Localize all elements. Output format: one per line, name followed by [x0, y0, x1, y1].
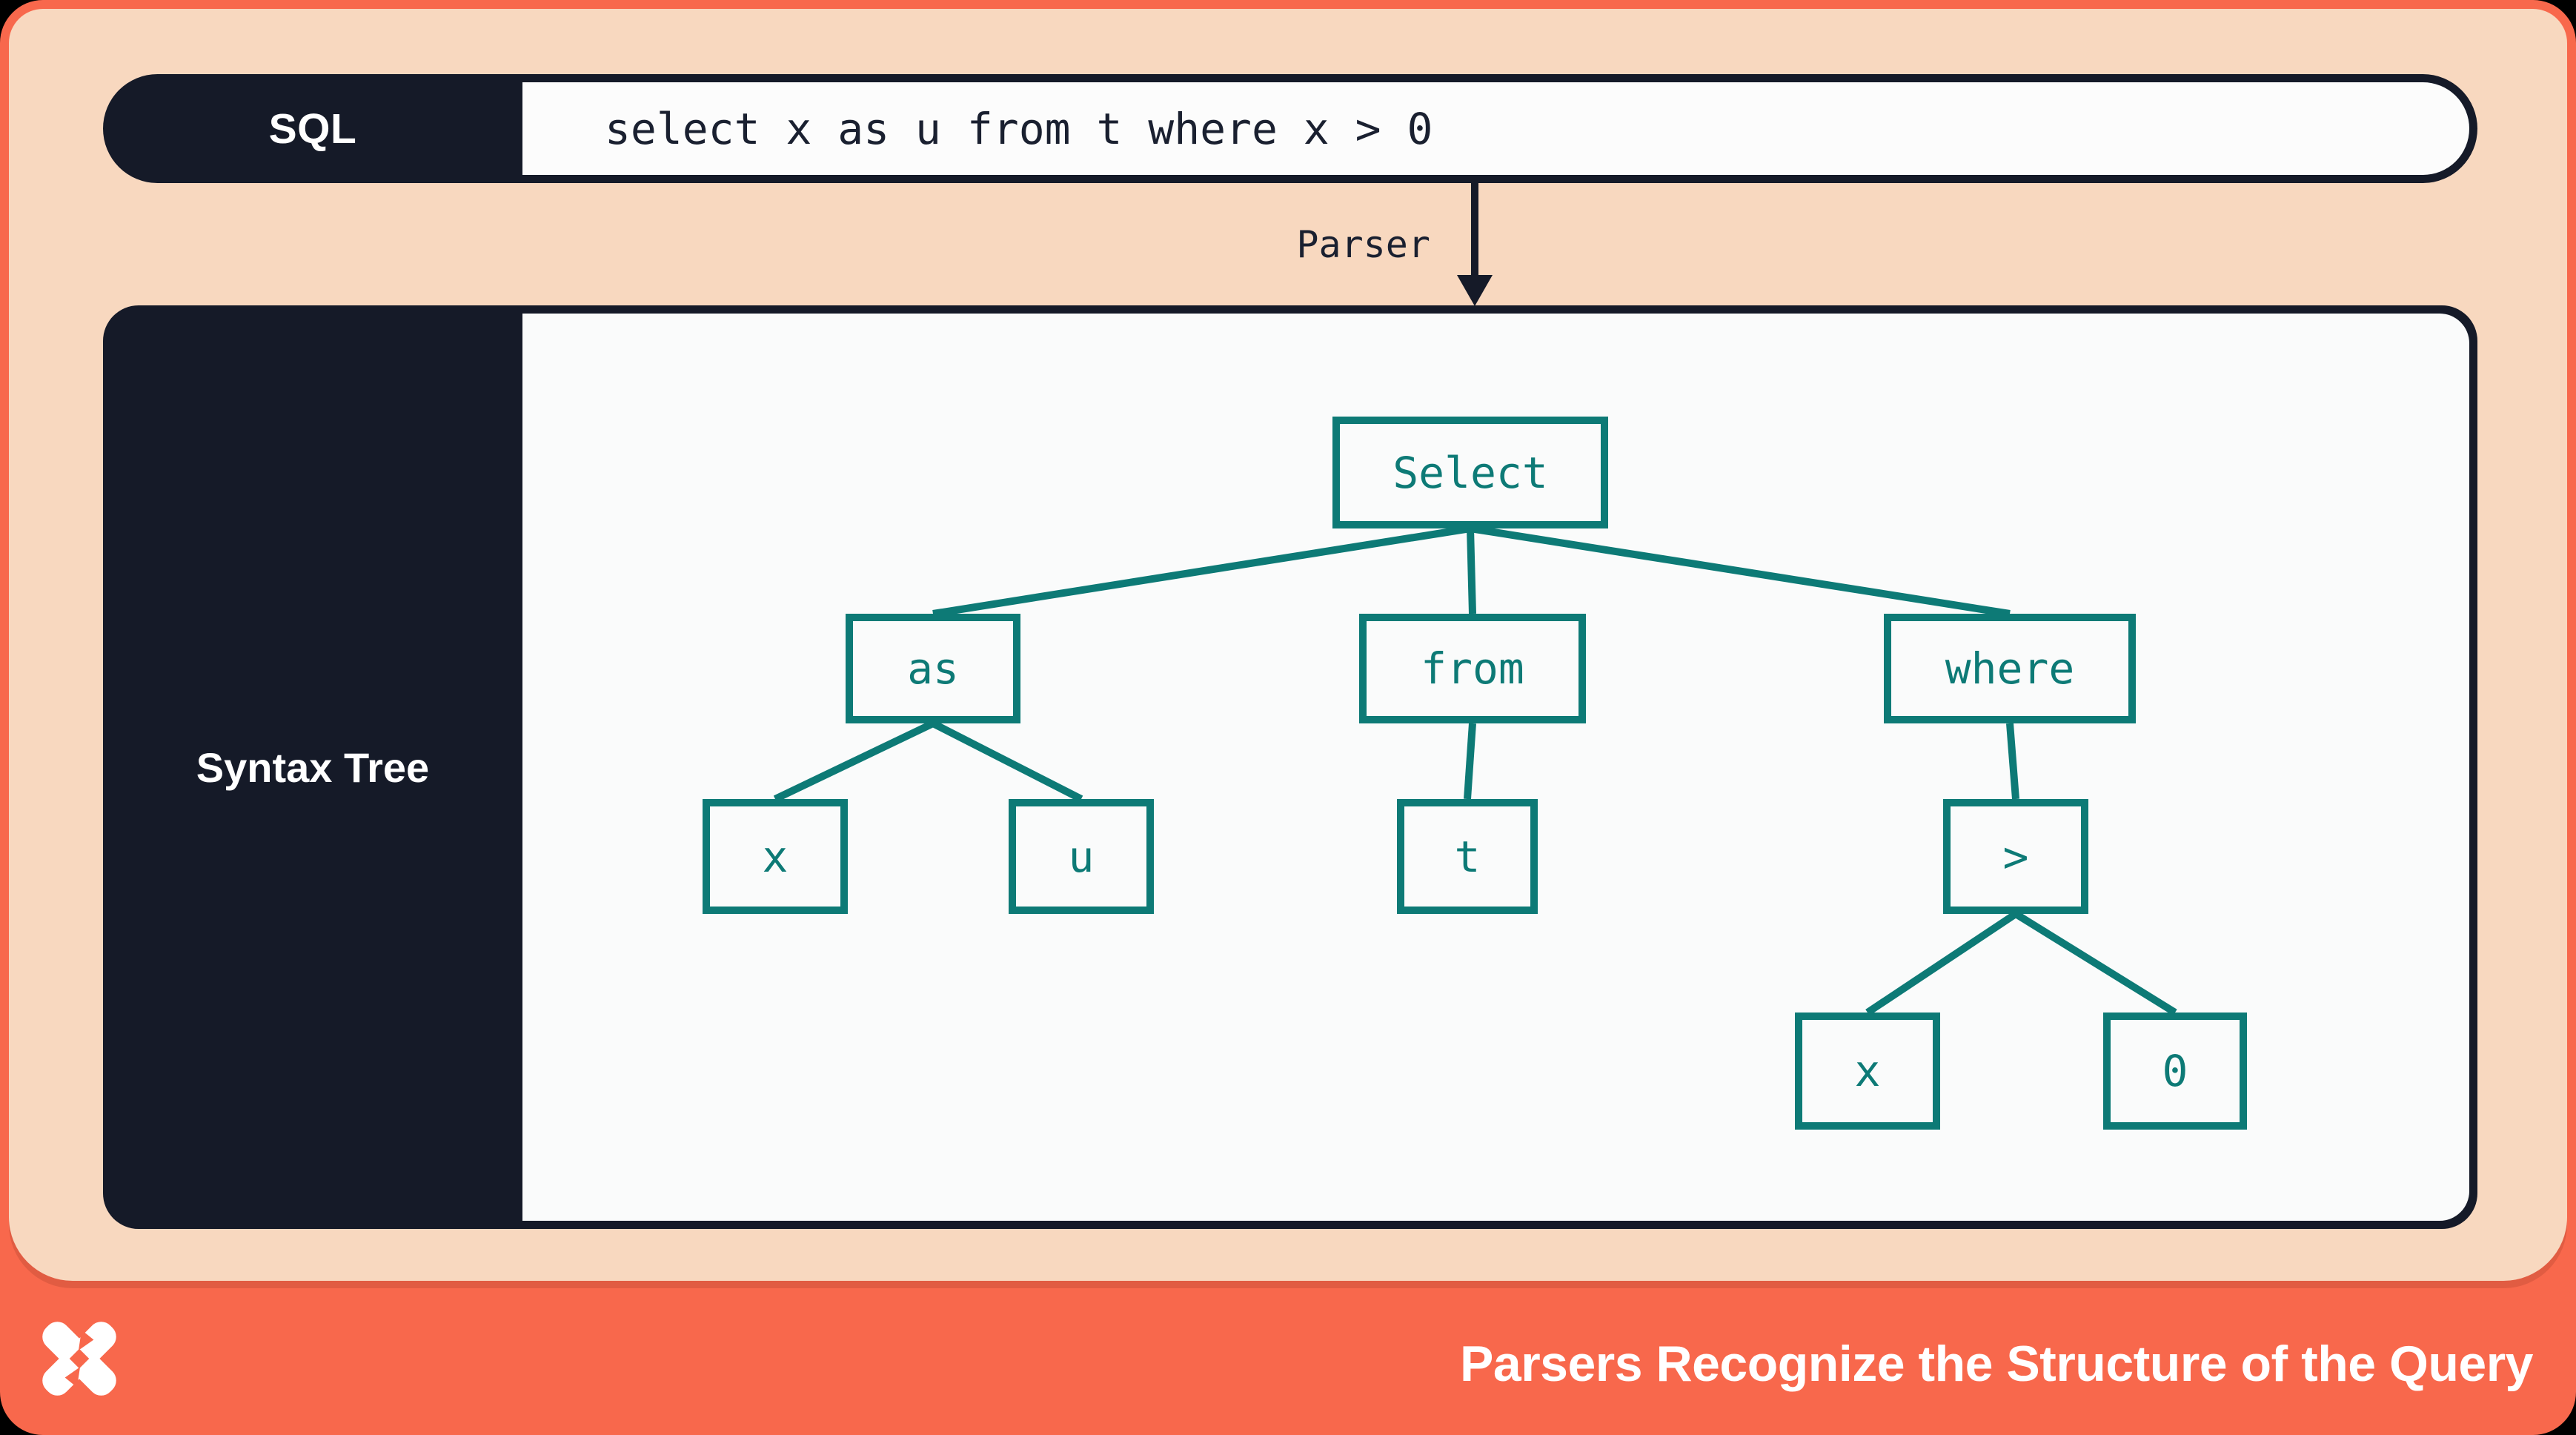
syntax-tree-edges: [773, 525, 2177, 1016]
sql-pill-label: SQL: [268, 105, 357, 153]
tree-node-as: as: [846, 614, 1020, 723]
footer-title: Parsers Recognize the Structure of the Q…: [1460, 1336, 2533, 1392]
tree-node-x-operand: x: [1795, 1013, 1940, 1130]
syntax-tree-box: Syntax Tree Select as from where: [103, 305, 2477, 1229]
sql-query: select x as u from t where x > 0: [522, 82, 2469, 175]
tree-node-zero: 0: [2103, 1013, 2247, 1130]
parser-arrow-head-icon: [1457, 275, 1493, 306]
tree-node-x-alias: x: [703, 799, 848, 914]
pinwheel-x-logo-icon: [42, 1322, 116, 1396]
tree-node-select: Select: [1332, 417, 1608, 528]
parser-arrow-stem: [1471, 183, 1478, 279]
tree-node-where: where: [1884, 614, 2136, 723]
sql-pill: SQL select x as u from t where x > 0: [103, 74, 2477, 183]
syntax-tree-canvas: Select as from where x u t > x 0: [522, 314, 2469, 1221]
tree-node-t: t: [1397, 799, 1538, 914]
syntax-tree-label: Syntax Tree: [196, 743, 430, 791]
tree-node-gt: >: [1943, 799, 2088, 914]
parser-label: Parser: [1296, 223, 1430, 266]
tree-node-u: u: [1009, 799, 1154, 914]
tree-node-from: from: [1359, 614, 1586, 723]
